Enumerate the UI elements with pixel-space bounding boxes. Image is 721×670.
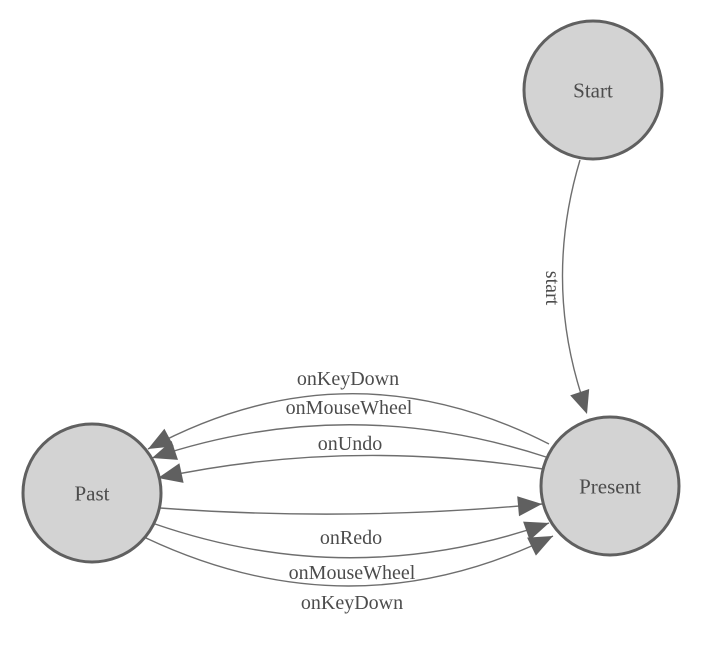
edge-label-onmousewheel-bottom: onMouseWheel bbox=[289, 562, 416, 584]
edge-past-to-present-onredo bbox=[159, 503, 543, 515]
arrowhead-onmousewheel-to-present bbox=[523, 521, 549, 541]
edge-past-to-present-onkeydown bbox=[145, 535, 554, 587]
edge-label-onundo: onUndo bbox=[318, 433, 382, 455]
edge-label-onkeydown-bottom: onKeyDown bbox=[301, 592, 403, 614]
edge-label-start: start bbox=[541, 271, 563, 306]
edge-label-onredo: onRedo bbox=[320, 527, 382, 549]
node-past-label: Past bbox=[74, 481, 109, 505]
arrowhead-onkeydown-to-present bbox=[527, 536, 553, 556]
edges-group bbox=[145, 159, 583, 587]
nodes-group: Start Past Present bbox=[21, 19, 681, 564]
edge-present-to-past-onmousewheel bbox=[151, 424, 547, 459]
arrowhead-onredo-to-present bbox=[517, 496, 542, 517]
arrowheads-group bbox=[148, 389, 590, 556]
node-present-label: Present bbox=[579, 474, 641, 498]
node-start[interactable]: Start bbox=[522, 19, 664, 161]
node-past-circle[interactable] bbox=[21, 422, 163, 564]
edge-label-onmousewheel-top: onMouseWheel bbox=[286, 397, 413, 419]
edge-present-to-past-onkeydown bbox=[147, 393, 550, 450]
arrowhead-onmousewheel-to-past bbox=[152, 440, 178, 460]
node-start-circle[interactable] bbox=[522, 19, 664, 161]
edge-past-to-present-onmousewheel bbox=[154, 522, 550, 559]
edge-start-to-present bbox=[561, 159, 583, 398]
node-past[interactable]: Past bbox=[21, 422, 163, 564]
edge-labels-group: start onKeyDown onMouseWheel onUndo onRe… bbox=[286, 271, 563, 614]
node-present-circle[interactable] bbox=[539, 415, 681, 557]
edge-label-onkeydown-top: onKeyDown bbox=[297, 368, 399, 390]
edge-present-to-past-onundo bbox=[157, 454, 544, 479]
arrowhead-start-to-present bbox=[570, 389, 590, 414]
node-start-label: Start bbox=[573, 78, 613, 102]
node-present[interactable]: Present bbox=[539, 415, 681, 557]
arrowhead-onkeydown-to-past bbox=[148, 428, 174, 449]
arrowhead-onundo-to-past bbox=[158, 463, 184, 483]
